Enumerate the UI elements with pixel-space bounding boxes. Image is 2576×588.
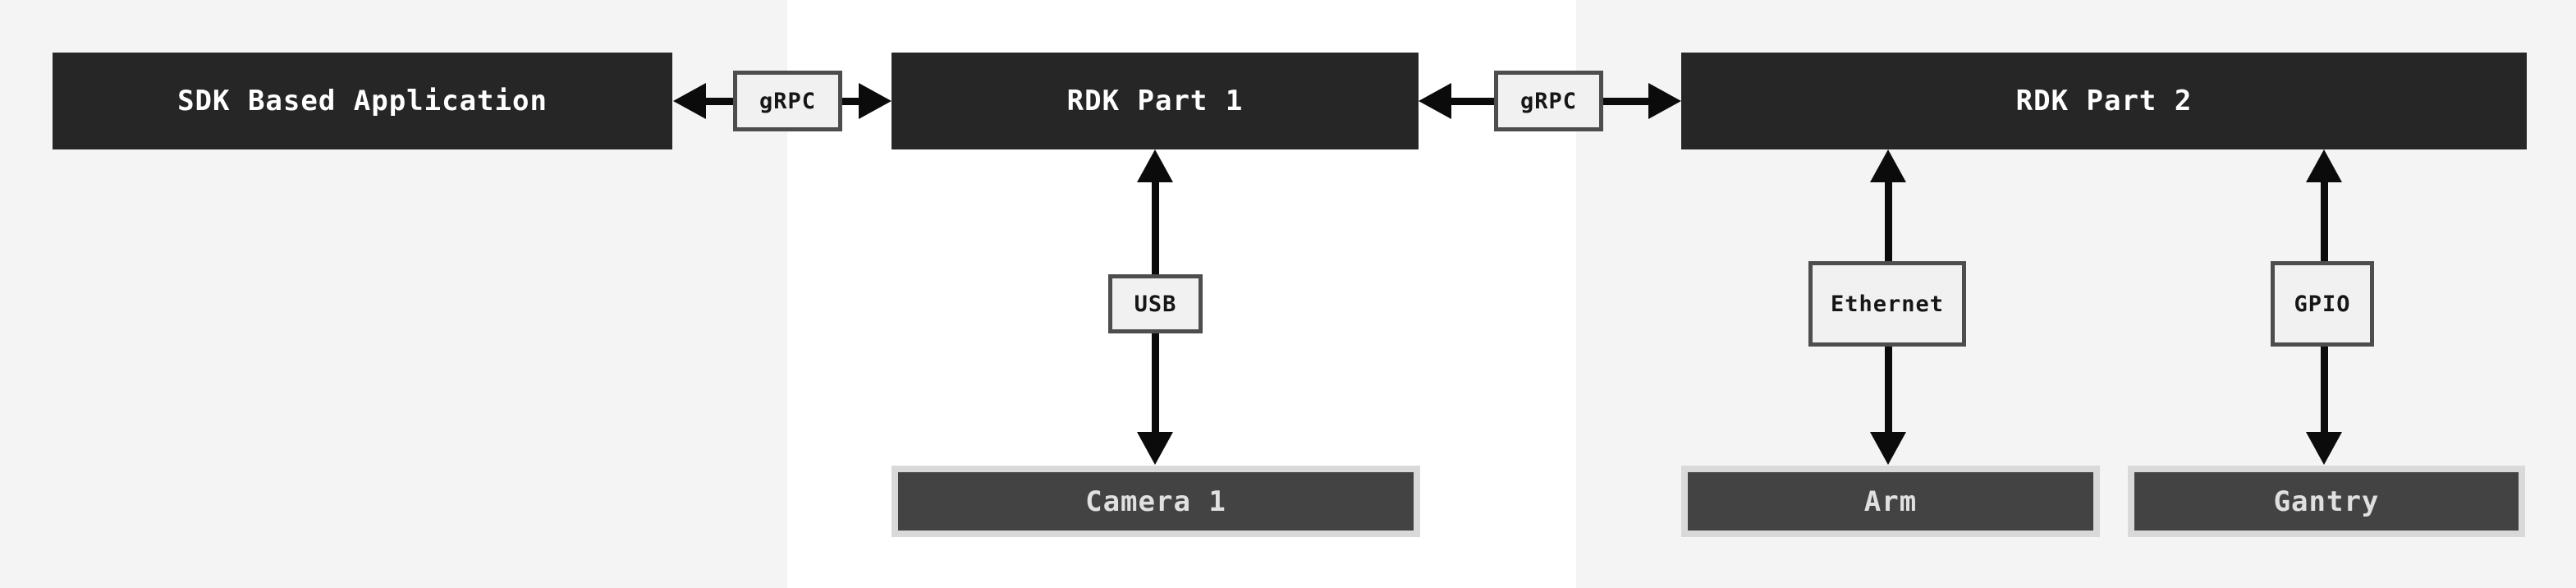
connector-label-usb: USB [1108,274,1203,333]
node-arm-label: Arm [1863,485,1918,518]
ethernet-arrowhead-down-icon [1870,432,1906,465]
node-rdk-part-1-label: RDK Part 1 [1066,85,1244,117]
gpio-arrowhead-down-icon [2306,432,2342,465]
ethernet-arrowhead-up-icon [1870,149,1906,182]
connector-label-ethernet: Ethernet [1808,261,1966,347]
node-arm: Arm [1681,466,2100,537]
node-gantry-label: Gantry [2273,485,2380,518]
node-rdk-part-2: RDK Part 2 [1681,53,2527,149]
ethernet-label-text: Ethernet [1830,291,1945,317]
grpc2-arrowhead-right-icon [1648,83,1681,119]
gpio-arrowhead-up-icon [2306,149,2342,182]
grpc1-arrowhead-right-icon [859,83,892,119]
gpio-label-text: GPIO [2294,291,2351,317]
usb-label-text: USB [1134,291,1177,317]
node-rdk-part-2-label: RDK Part 2 [2015,85,2193,117]
connector-label-grpc-1: gRPC [733,71,842,131]
node-sdk-based-application: SDK Based Application [53,53,672,149]
grpc2-arrowhead-left-icon [1419,83,1451,119]
usb-arrowhead-down-icon [1137,432,1173,465]
connector-label-grpc-2: gRPC [1494,71,1603,131]
node-sdk-based-application-label: SDK Based Application [177,85,548,117]
grpc2-label-text: gRPC [1519,88,1578,114]
connector-label-gpio: GPIO [2271,261,2374,347]
node-camera-1-label: Camera 1 [1085,485,1226,518]
usb-arrowhead-up-icon [1137,149,1173,182]
grpc1-label-text: gRPC [759,88,817,114]
node-gantry-inner: Gantry [2134,472,2519,531]
node-rdk-part-1: RDK Part 1 [892,53,1419,149]
node-camera-1-inner: Camera 1 [898,472,1414,531]
grpc1-arrowhead-left-icon [673,83,706,119]
node-gantry: Gantry [2128,466,2525,537]
node-camera-1: Camera 1 [892,466,1420,537]
node-arm-inner: Arm [1688,472,2093,531]
